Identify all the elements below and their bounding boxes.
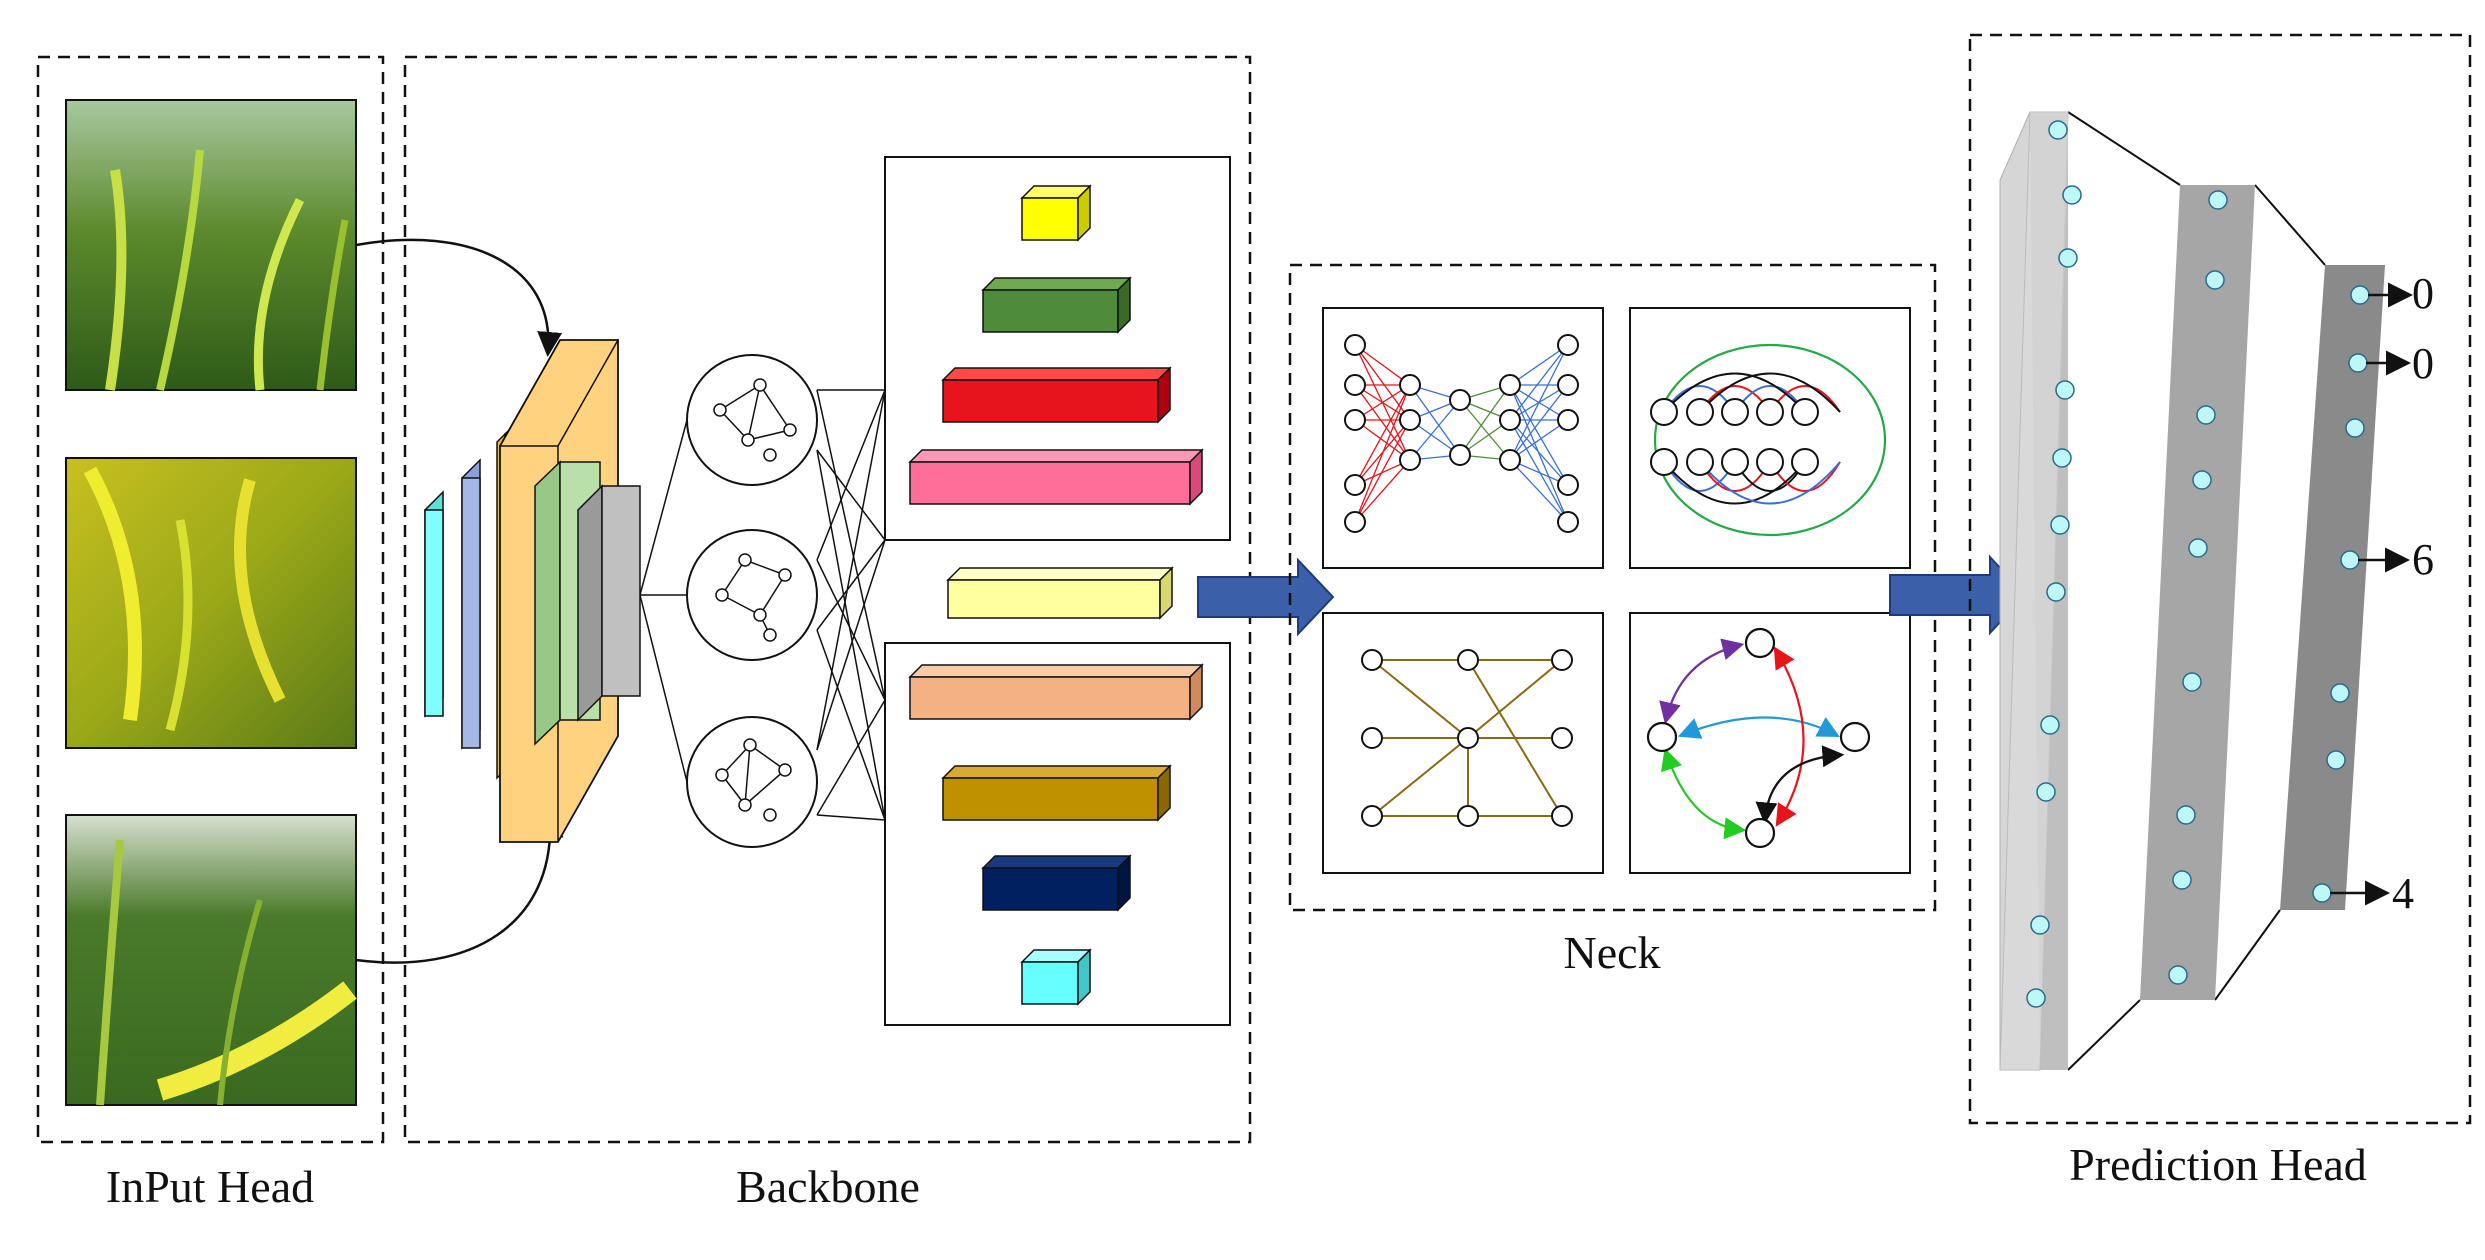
- layer3-dots: [2312, 285, 2370, 903]
- feature-bar-middle: [946, 566, 1174, 620]
- neck-section: [1288, 263, 1937, 912]
- feature-pyramid-lower: [884, 642, 1231, 1026]
- input-head-section: [36, 55, 564, 1144]
- backbone-caption: Backbone: [736, 1161, 920, 1212]
- layer1-dots: [2026, 120, 2082, 1008]
- neck-panel-grid-graph: [1322, 612, 1604, 874]
- neck-caption: Neck: [1563, 927, 1660, 978]
- cross-lines: [816, 389, 886, 821]
- prediction-head-caption: Prediction Head: [2069, 1139, 2367, 1190]
- backbone-section: [403, 55, 1252, 1144]
- fan-lines-left: [639, 419, 688, 783]
- feature-pyramid-upper: [884, 156, 1231, 541]
- daylily-trees-photo: [65, 814, 357, 1106]
- feature-map-stack: [424, 339, 641, 843]
- output-label-4: 4: [2392, 869, 2414, 918]
- graph-module-bottom: [686, 716, 818, 848]
- graph-module-middle: [686, 529, 818, 661]
- output-label-1: 0: [2412, 269, 2434, 318]
- prediction-head-section: 0 0 6 4: [1968, 33, 2472, 1125]
- graph-module-top: [686, 354, 818, 486]
- layer2-dots: [2168, 190, 2228, 985]
- yellow-buds-photo: [65, 457, 357, 749]
- daylily-field-photo: [65, 99, 357, 391]
- input-head-caption: InPut Head: [106, 1161, 314, 1212]
- neck-panel-directed-graph: [1629, 612, 1911, 874]
- output-label-3: 6: [2412, 535, 2434, 584]
- output-label-2: 0: [2412, 339, 2434, 388]
- neck-panel-arc-graph: [1629, 307, 1911, 569]
- neck-panel-fully-connected: [1322, 307, 1604, 569]
- arrow-backbone-to-neck: [1197, 557, 1335, 637]
